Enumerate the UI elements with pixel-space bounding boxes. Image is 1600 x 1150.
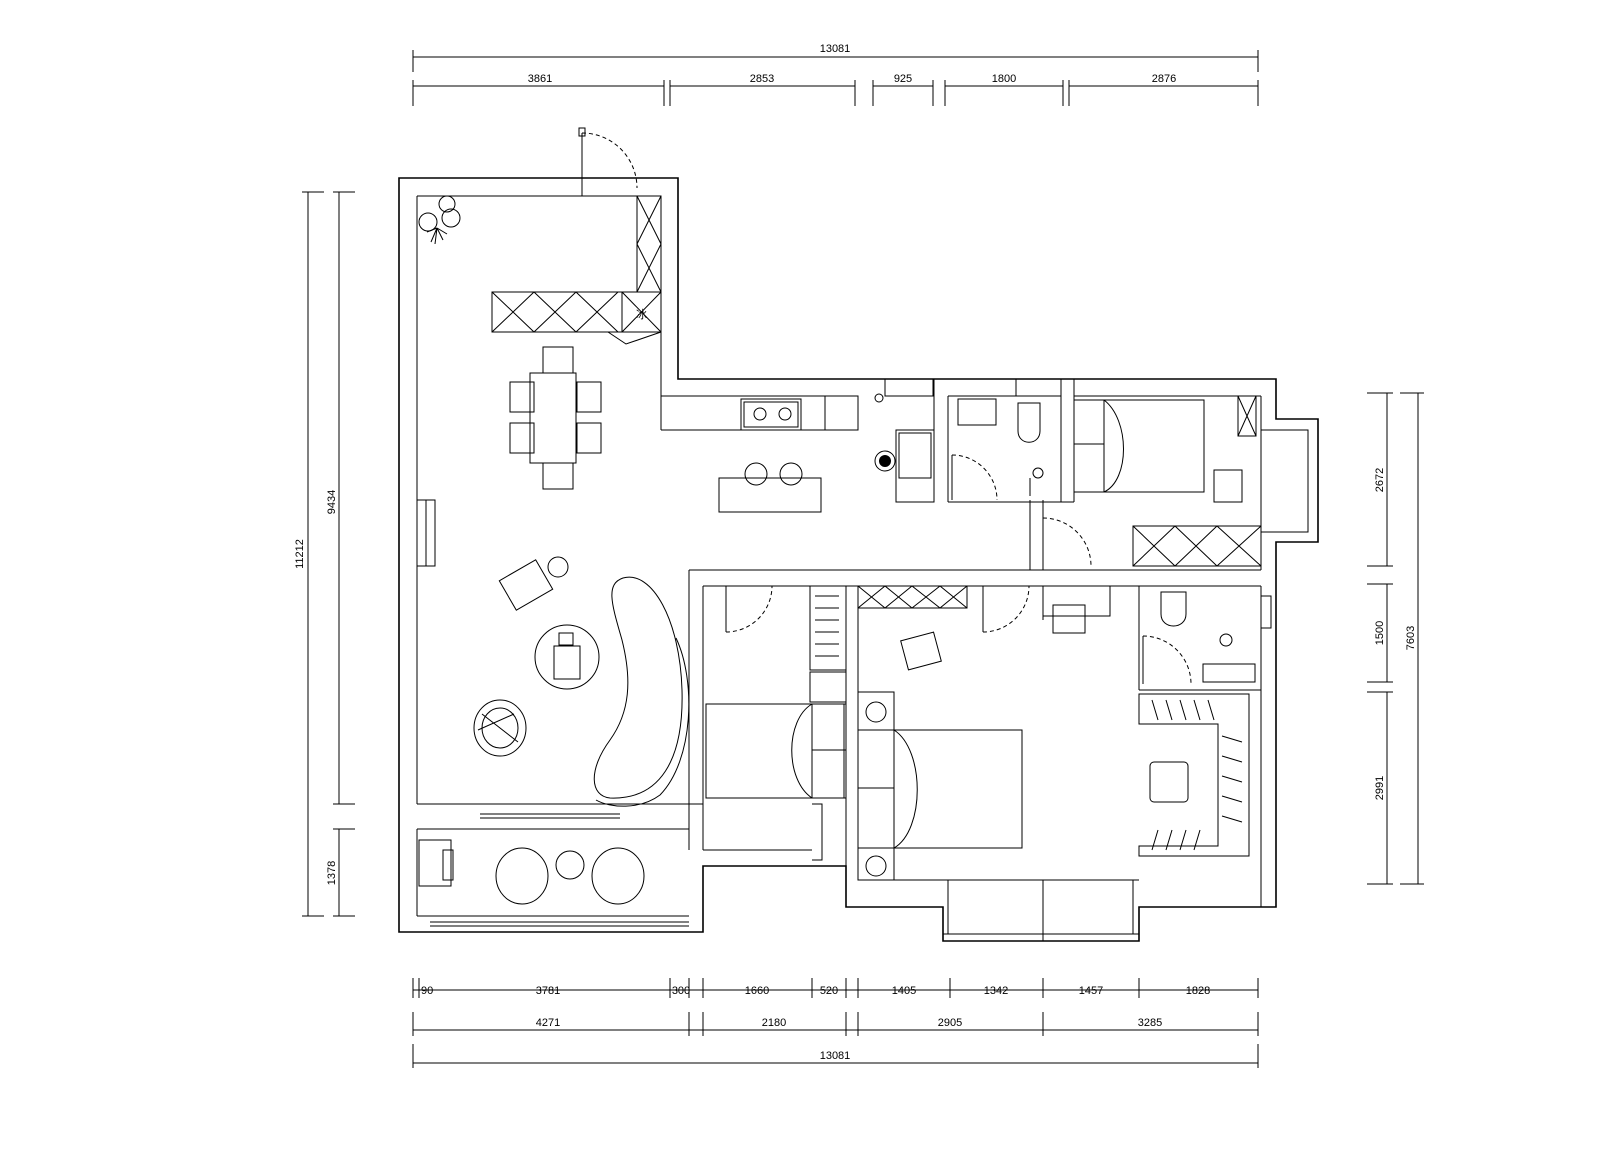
dim-left-overall-text: 11212 — [294, 539, 306, 569]
dim-top-seg-5: 2876 — [1152, 73, 1176, 85]
dim-bottom-seg-1: 4271 — [536, 1017, 560, 1029]
armchair-round — [473, 699, 527, 757]
washer — [418, 839, 454, 887]
master-desk-chair — [900, 631, 942, 671]
bar-island — [718, 462, 822, 513]
dim-right-seg-2: 1500 — [1374, 621, 1386, 645]
dim-left-seg-1: 9434 — [326, 490, 338, 514]
dim-bottom-seg-2: 2180 — [762, 1017, 786, 1029]
lounge-chair — [498, 556, 569, 611]
dim-bottom-fine-7: 1342 — [984, 985, 1008, 997]
washbasin-cabinet — [874, 432, 932, 479]
walk-in-closet — [1138, 693, 1250, 857]
dimension-bottom-fine: 90 3781 300 1660 520 1405 1342 1457 1828 — [412, 978, 1259, 998]
dim-bottom-fine-8: 1457 — [1079, 985, 1103, 997]
dimension-left: 11212 9434 1378 — [294, 191, 355, 917]
wardrobe-1 — [1132, 525, 1262, 567]
kitchen-counter — [740, 393, 884, 431]
kitchen-cabinets-upper — [491, 195, 662, 333]
dimension-bottom-overall: 13081 — [412, 1044, 1259, 1068]
dim-top-seg-2: 2853 — [750, 73, 774, 85]
master-bath-fixtures — [1042, 585, 1256, 683]
dim-right-seg-1: 2672 — [1374, 468, 1386, 492]
dim-bottom-seg-3: 2905 — [938, 1017, 962, 1029]
bed-1 — [1073, 395, 1257, 503]
bed-2 — [705, 671, 847, 799]
coffee-table — [534, 624, 600, 690]
dim-bottom-overall-text: 13081 — [820, 1050, 851, 1062]
walls — [398, 177, 1319, 942]
dim-bottom-fine-1: 90 — [421, 985, 433, 997]
dining-table — [509, 346, 602, 490]
master-tv-cabinet — [857, 585, 968, 609]
dim-bottom-fine-4: 1660 — [745, 985, 769, 997]
plant — [418, 195, 461, 245]
curved-sofa — [593, 576, 690, 807]
doors — [578, 127, 1192, 685]
balcony-chairs — [495, 847, 645, 905]
dim-top-seg-3: 925 — [894, 73, 912, 85]
bath-1-fixtures — [957, 398, 1044, 496]
dim-bottom-seg-4: 3285 — [1138, 1017, 1162, 1029]
dim-right-seg-3: 2991 — [1374, 776, 1386, 800]
dim-bottom-fine-5: 520 — [820, 985, 838, 997]
dim-top-seg-1: 3861 — [528, 73, 552, 85]
fridge: 冰 — [607, 291, 662, 345]
dim-right-overall-text: 7603 — [1405, 626, 1417, 650]
dim-bottom-fine-6: 1405 — [892, 985, 916, 997]
dim-bottom-fine-9: 1828 — [1186, 985, 1210, 997]
dimension-bottom-segments: 4271 2180 2905 3285 — [412, 1012, 1259, 1036]
wardrobe-2 — [809, 585, 847, 671]
master-bed — [857, 691, 1023, 881]
fridge-label: 冰 — [636, 308, 647, 321]
dimension-right: 2672 1500 2991 7603 — [1367, 392, 1424, 885]
dimension-top-overall: 13081 — [412, 43, 1259, 72]
dim-top-overall-text: 13081 — [820, 43, 851, 55]
dimension-top-segments: 3861 2853 925 1800 2876 — [412, 73, 1259, 106]
dim-left-seg-2: 1378 — [326, 861, 338, 885]
dim-bottom-fine-2: 3781 — [536, 985, 560, 997]
dim-bottom-fine-3: 300 — [672, 985, 690, 997]
dim-top-seg-4: 1800 — [992, 73, 1016, 85]
